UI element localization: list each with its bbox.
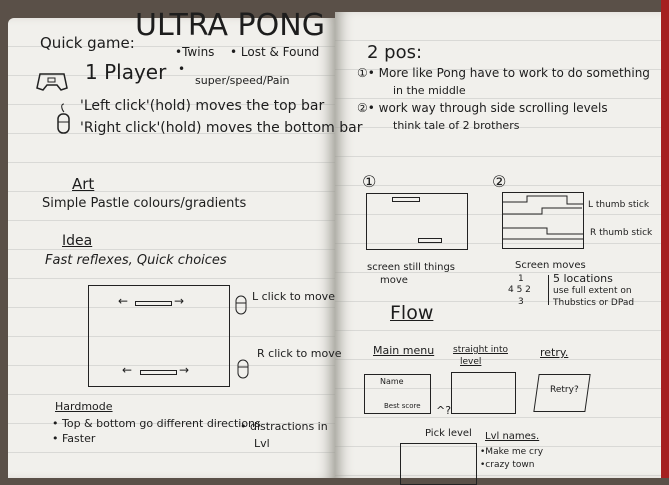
- l-click-note: L click to move: [252, 290, 335, 303]
- locations-text: use full extent on: [553, 286, 632, 296]
- gamepad-icon: [36, 73, 68, 91]
- lvl-name: •Make me cry: [480, 447, 544, 457]
- hardmode-item-cont: Lvl: [254, 437, 270, 450]
- arrow-left: ←: [122, 363, 133, 377]
- pong-sketch: [88, 285, 230, 387]
- location-grid-row: 4 5 2: [508, 285, 531, 295]
- location-grid-row: 1: [518, 274, 524, 284]
- menu-name: Name: [380, 377, 404, 386]
- menu-best-score: Best score: [384, 402, 421, 410]
- locations-text: Thubstics or DPad: [553, 298, 635, 308]
- right-page: [335, 12, 661, 478]
- player-count: 1 Player: [85, 60, 167, 84]
- sketch-number: ②: [492, 172, 507, 191]
- arrow-right: →: [174, 294, 185, 308]
- flow-label-level: straight into: [453, 345, 508, 355]
- screen-still-note-cont: move: [380, 275, 408, 286]
- mode-bullet: •: [178, 62, 186, 76]
- level-lines: [502, 195, 584, 240]
- mode-twins: •Twins: [175, 45, 215, 59]
- option-2-cont: think tale of 2 brothers: [393, 119, 520, 132]
- option-1: ①• More like Pong have to work to do som…: [357, 66, 650, 80]
- page-title: ULTRA PONG: [135, 8, 325, 43]
- bottom-paddle: [140, 370, 177, 375]
- main-menu-sketch: [364, 374, 431, 414]
- pick-level-sketch: [400, 443, 477, 485]
- idea-heading: Idea: [62, 233, 93, 249]
- flow-label-level-cont: level: [460, 357, 482, 367]
- hardmode-heading: Hardmode: [55, 400, 113, 413]
- top-paddle: [392, 197, 420, 202]
- lvl-name: •crazy town: [480, 460, 535, 470]
- idea-text: Fast reflexes, Quick choices: [45, 253, 227, 268]
- art-text: Simple Pastle colours/gradients: [42, 196, 247, 211]
- arrow-left: ←: [118, 294, 129, 308]
- divider: [548, 275, 549, 305]
- bottom-paddle: [418, 238, 442, 243]
- mouse-icon: [237, 359, 249, 379]
- red-notebook-edge: [661, 0, 669, 478]
- retry-text: Retry?: [550, 385, 579, 395]
- sketch-number: ①: [362, 172, 377, 191]
- art-heading: Art: [72, 175, 95, 193]
- pick-level-label: Pick level: [425, 428, 472, 439]
- pong-sketch-1: [366, 193, 468, 250]
- top-paddle: [135, 301, 172, 306]
- option-1-cont: in the middle: [393, 84, 466, 97]
- hardmode-item: • Top & bottom go different directions: [52, 417, 261, 430]
- mouse-icon: [57, 103, 70, 134]
- pick-level-question: ^?: [436, 404, 452, 417]
- mode-lost-found: • Lost & Found: [230, 45, 320, 59]
- screen-moves-note: Screen moves: [515, 260, 586, 271]
- hardmode-item: • distractions in: [240, 420, 328, 433]
- r-thumb-label: R thumb stick: [590, 228, 653, 238]
- control-right: 'Right click'(hold) moves the bottom bar: [80, 120, 363, 136]
- scroller-sketch-2: [502, 192, 584, 249]
- mouse-icon: [235, 295, 247, 315]
- flow-label-retry: retry.: [540, 346, 569, 359]
- l-thumb-label: L thumb stick: [588, 200, 650, 210]
- flow-heading: Flow: [390, 302, 434, 324]
- screen-still-note: screen still things: [367, 262, 455, 273]
- level-sketch: [451, 372, 516, 414]
- location-grid-row: 3: [518, 297, 524, 307]
- lvl-names-heading: Lvl names.: [485, 431, 540, 442]
- options-heading: 2 pos:: [367, 42, 423, 63]
- control-left: 'Left click'(hold) moves the top bar: [80, 98, 325, 114]
- option-2: ②• work way through side scrolling level…: [357, 101, 608, 115]
- quick-game-label: Quick game:: [40, 34, 135, 52]
- arrow-right: →: [179, 363, 190, 377]
- mode-super: super/speed/Pain: [195, 74, 290, 87]
- left-page: [8, 18, 335, 478]
- flow-label-main-menu: Main menu: [373, 344, 435, 357]
- locations-text: 5 locations: [553, 272, 613, 285]
- hardmode-item: • Faster: [52, 432, 96, 445]
- r-click-note: R click to move: [257, 347, 342, 360]
